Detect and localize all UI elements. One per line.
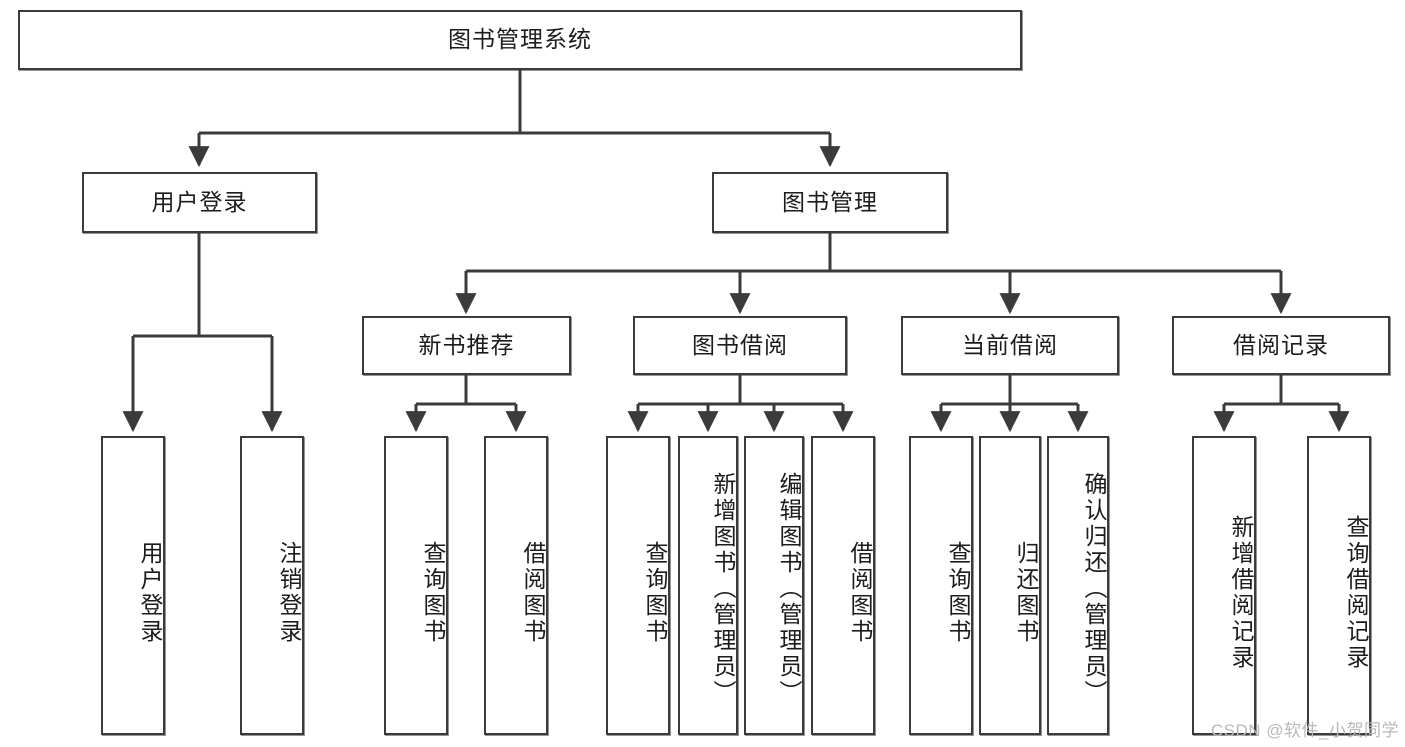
leaf-borrow-book-borrow[interactable]: 借阅图书 [811,436,875,735]
leaf-user-login[interactable]: 用户登录 [101,436,165,735]
node-book-manage[interactable]: 图书管理 [712,172,948,233]
node-root[interactable]: 图书管理系统 [18,10,1022,70]
leaf-borrow-book-new-rec[interactable]: 借阅图书 [484,436,548,735]
leaf-add-book-admin[interactable]: 新增图书（管理员） [678,436,738,735]
leaf-query-book-borrow[interactable]: 查询图书 [606,436,670,735]
node-user-login[interactable]: 用户登录 [82,172,317,233]
node-borrow-record[interactable]: 借阅记录 [1172,316,1390,375]
node-new-book-recommend[interactable]: 新书推荐 [362,316,571,375]
leaf-logout[interactable]: 注销登录 [240,436,304,735]
node-book-borrow[interactable]: 图书借阅 [633,316,847,375]
leaf-query-book-new-rec[interactable]: 查询图书 [384,436,448,735]
leaf-query-borrow-record[interactable]: 查询借阅记录 [1307,436,1371,735]
leaf-add-borrow-record[interactable]: 新增借阅记录 [1192,436,1256,735]
leaf-edit-book-admin[interactable]: 编辑图书（管理员） [744,436,804,735]
leaf-return-book[interactable]: 归还图书 [979,436,1041,735]
leaf-confirm-return-admin[interactable]: 确认归还（管理员） [1047,436,1109,735]
csdn-watermark: CSDN @软件_小贺同学 [1210,721,1399,740]
leaf-query-book-current[interactable]: 查询图书 [909,436,973,735]
node-current-borrow[interactable]: 当前借阅 [901,316,1119,375]
